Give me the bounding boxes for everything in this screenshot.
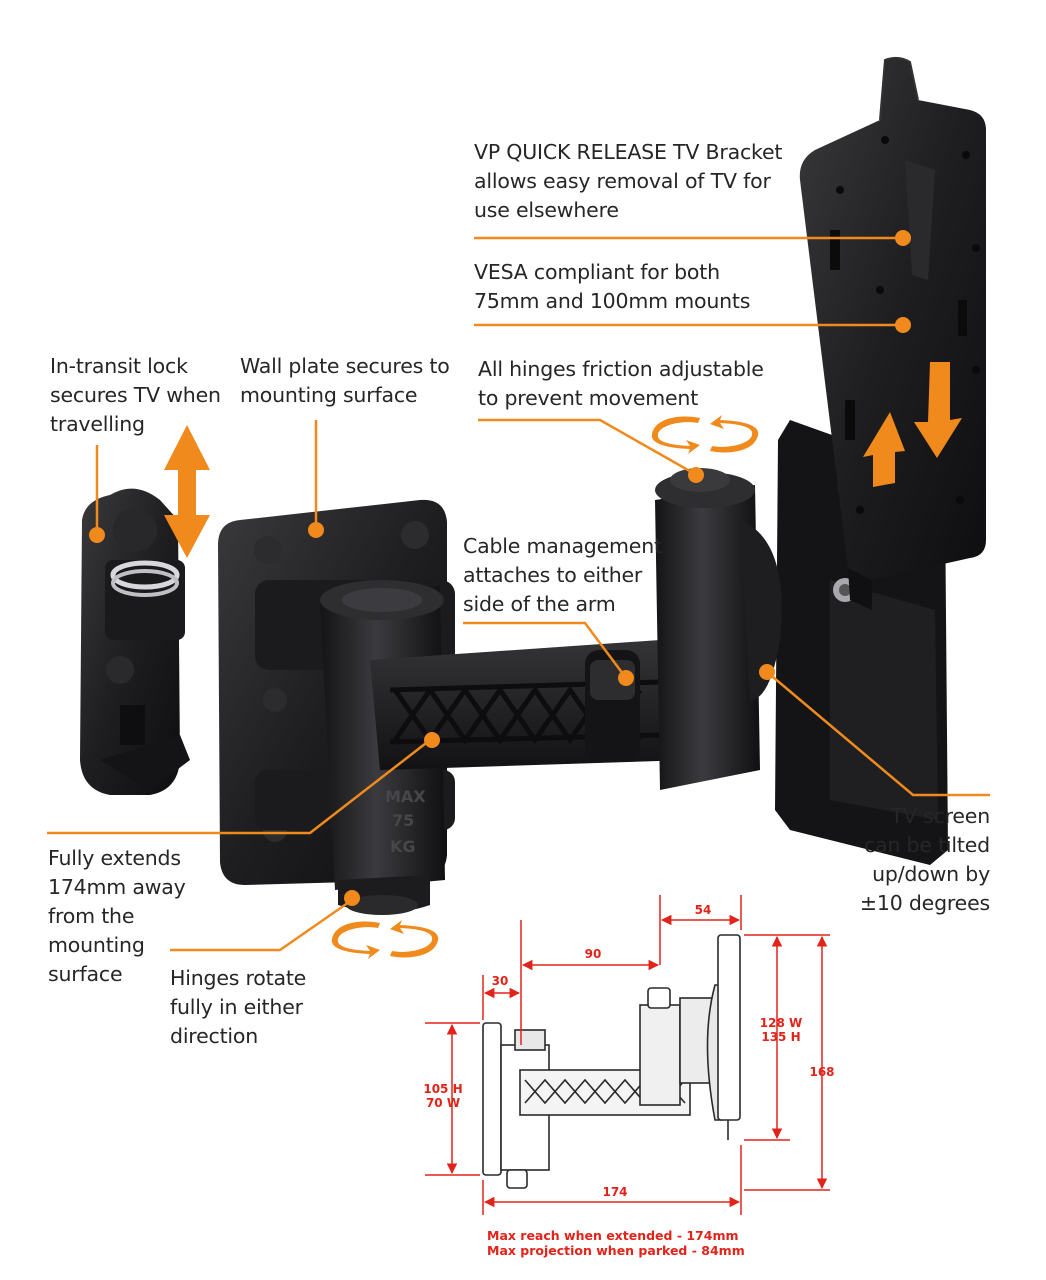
arm-marking-kg: KG [390,837,416,856]
dimension-70w: 70 W [426,1096,460,1110]
in-transit-lock [80,488,190,795]
dimension-lines [425,895,830,1215]
leader-hinges-rotate [170,898,353,952]
leader-fully-extends [47,739,431,835]
callout-transit-lock: In-transit lock secures TV when travelli… [50,354,221,436]
callout-fully-extends: Fully extends 174mm away from the mounti… [48,846,186,986]
rotation-arrow-icon [651,415,759,454]
dimension-105h: 105 H [423,1082,462,1096]
dimension-128w: 128 W [760,1016,802,1030]
leader-hinges-friction [478,418,696,476]
arm-marking-max: MAX [385,787,426,806]
callout-wall-plate: Wall plate secures to mounting surface [240,354,450,407]
callout-tilt: TV screen can be tilted up/down by ±10 d… [859,804,990,915]
leader-tilt [766,671,990,797]
vesa-mount-plate [775,56,986,865]
up-down-arrows-icon [863,362,962,487]
callout-hinges-friction: All hinges friction adjustable to preven… [478,357,764,410]
dimension-54: 54 [695,903,712,917]
note-max-reach: Max reach when extended - 174mm [487,1228,739,1243]
leader-dots [89,230,911,906]
rotation-arrow-icon [331,920,439,959]
dimension-174: 174 [602,1185,627,1199]
note-max-projection: Max projection when parked - 84mm [487,1243,745,1258]
technical-drawing [482,934,741,1189]
leader-lines [47,236,990,952]
dimension-168: 168 [809,1065,834,1079]
articulating-arm: MAX 75 KG [320,468,782,915]
arm-marking-75: 75 [392,811,414,830]
vertical-double-arrow-icon [164,425,210,558]
dimension-135h: 135 H [761,1030,800,1044]
callout-quick-release: VP QUICK RELEASE TV Bracket allows easy … [474,140,783,222]
dimension-30: 30 [492,974,509,988]
callout-cable-management: Cable management attaches to either side… [463,534,662,616]
leader-cable-management [463,621,628,679]
callout-vesa: VESA compliant for both 75mm and 100mm m… [474,260,751,313]
callout-hinges-rotate: Hinges rotate fully in either direction [170,966,307,1048]
dimension-90: 90 [585,947,602,961]
